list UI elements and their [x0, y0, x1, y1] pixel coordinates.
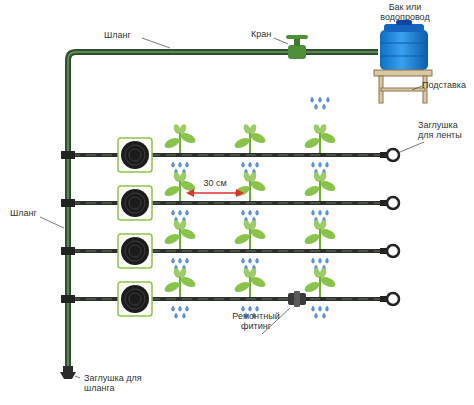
spacing-dimension: 30 см	[198, 178, 232, 188]
hose-stripe	[68, 52, 378, 368]
repair-fitting-label: Ремонтный фитинг	[228, 311, 284, 331]
stand-label: Подставка	[422, 80, 470, 90]
tap	[286, 35, 308, 59]
hose-label: Шланг	[10, 208, 44, 218]
tape-row	[61, 267, 399, 318]
hose-plug	[60, 366, 76, 379]
tape-plug-label: Заглушка для ленты	[418, 120, 468, 140]
tape-row	[61, 123, 399, 174]
tap-label: Кран	[251, 29, 281, 39]
hose	[68, 52, 378, 368]
hose-label: Шланг	[104, 30, 144, 40]
hose-plug-label: Заглушка для шланга	[84, 373, 146, 393]
spacing-arrow	[186, 189, 244, 197]
leader-lines	[40, 38, 424, 378]
tape-row	[61, 171, 399, 222]
tank	[380, 20, 428, 70]
repair-fitting	[288, 291, 306, 307]
tank-label: Бак или водопровод	[372, 2, 438, 22]
tape-row	[61, 219, 399, 270]
tape-rows	[61, 97, 399, 319]
